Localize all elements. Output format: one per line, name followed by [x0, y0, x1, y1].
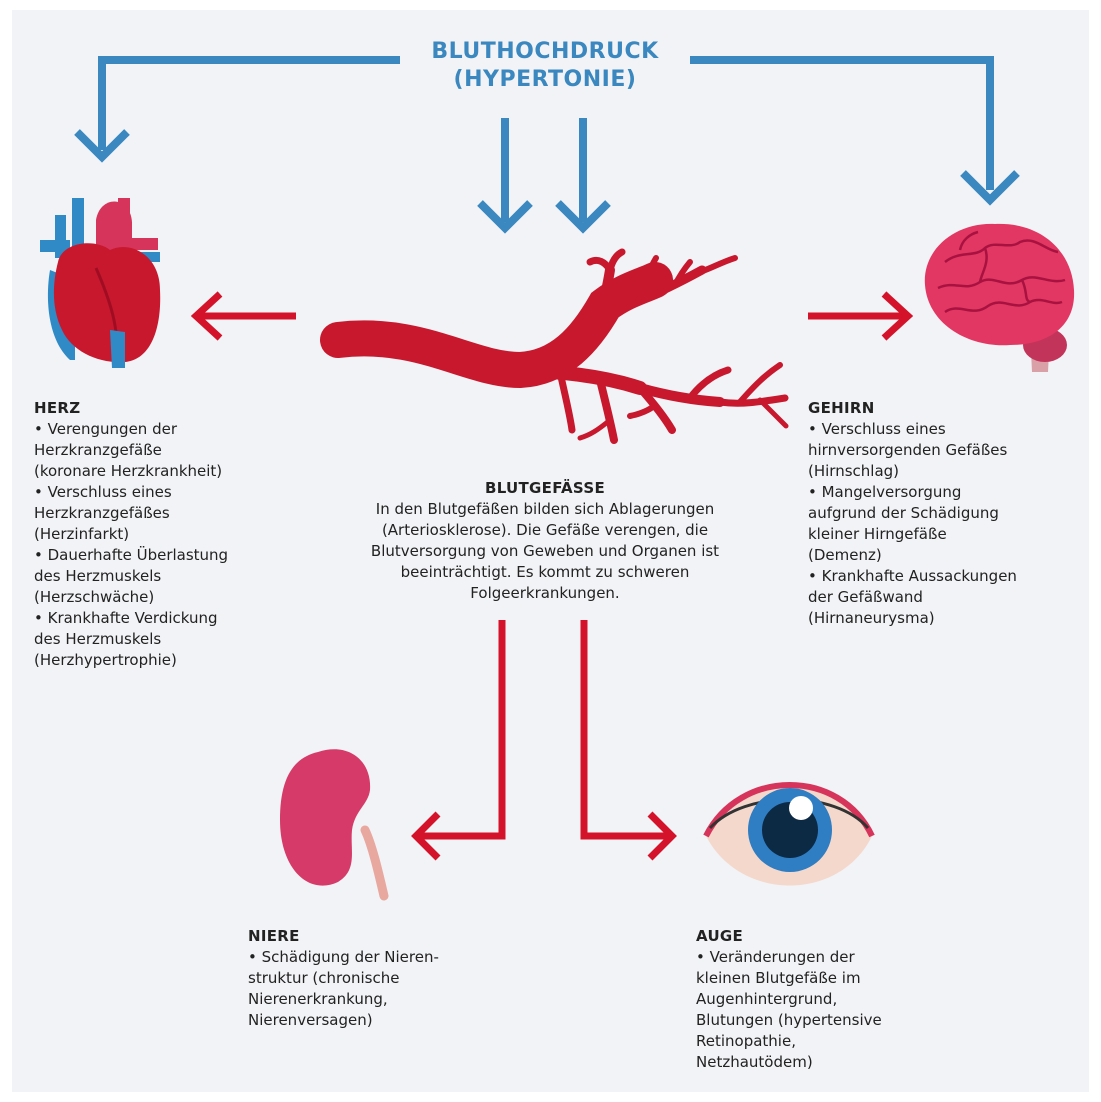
- brain-line: aufgrund der Schädigung: [808, 503, 1078, 524]
- vessel-text-block: BLUTGEFÄSSE In den Blutgefäßen bilden si…: [320, 478, 770, 604]
- heart-line: (koronare Herzkrankheit): [34, 461, 294, 482]
- heart-line: des Herzmuskels: [34, 566, 294, 587]
- brain-text-block: GEHIRN • Verschluss eines hirnversorgend…: [808, 398, 1078, 629]
- blood-vessel-icon: [338, 252, 786, 440]
- heart-line: (Herzhypertrophie): [34, 650, 294, 671]
- kidney-icon: [280, 749, 384, 896]
- brain-line: der Gefäßwand: [808, 587, 1078, 608]
- brain-line: • Mangelversorgung: [808, 482, 1078, 503]
- main-title: BLUTHOCHDRUCK (HYPERTONIE): [400, 38, 690, 94]
- blue-arrow-to-brain: [690, 60, 990, 190]
- heart-icon: [40, 198, 160, 368]
- eye-line: Retinopathie,: [696, 1031, 966, 1052]
- heart-line: Herzkranzgefäßes: [34, 503, 294, 524]
- vessel-line: beeinträchtigt. Es kommt zu schweren: [320, 562, 770, 583]
- eye-line: Augenhintergrund,: [696, 989, 966, 1010]
- brain-line: kleiner Hirngefäße: [808, 524, 1078, 545]
- heart-line: (Herzinfarkt): [34, 524, 294, 545]
- kidney-text-block: NIERE • Schädigung der Nieren- struktur …: [248, 926, 508, 1031]
- heart-text-block: HERZ • Verengungen der Herzkranzgefäße (…: [34, 398, 294, 671]
- heart-line: • Verengungen der: [34, 419, 294, 440]
- brain-line: hirnversorgenden Gefäßes: [808, 440, 1078, 461]
- brain-icon: [925, 224, 1074, 372]
- heart-line: Herzkranzgefäße: [34, 440, 294, 461]
- vessel-heading: BLUTGEFÄSSE: [320, 478, 770, 499]
- red-arrow-to-eye: [584, 620, 672, 836]
- vessel-line: Blutversorgung von Geweben und Organen i…: [320, 541, 770, 562]
- eye-line: kleinen Blutgefäße im: [696, 968, 966, 989]
- vessel-line: In den Blutgefäßen bilden sich Ablagerun…: [320, 499, 770, 520]
- heart-line: • Krankhafte Verdickung: [34, 608, 294, 629]
- heart-line: (Herzschwäche): [34, 587, 294, 608]
- eye-text-block: AUGE • Veränderungen der kleinen Blutgef…: [696, 926, 966, 1073]
- brain-line: • Krankhafte Aussackungen: [808, 566, 1078, 587]
- brain-line: (Demenz): [808, 545, 1078, 566]
- brain-line: (Hirnschlag): [808, 461, 1078, 482]
- eye-icon: [706, 785, 872, 886]
- blue-arrow-to-heart: [102, 60, 400, 150]
- heart-line: des Herzmuskels: [34, 629, 294, 650]
- eye-line: Netzhautödem): [696, 1052, 966, 1073]
- eye-line: • Veränderungen der: [696, 947, 966, 968]
- vessel-line: Folgeerkrankungen.: [320, 583, 770, 604]
- title-line-1: BLUTHOCHDRUCK: [400, 38, 690, 66]
- brain-line: (Hirnaneurysma): [808, 608, 1078, 629]
- red-arrow-to-kidney: [416, 620, 502, 836]
- vessel-line: (Arteriosklerose). Die Gefäße verengen, …: [320, 520, 770, 541]
- title-line-2: (HYPERTONIE): [400, 66, 690, 94]
- eye-line: Blutungen (hypertensive: [696, 1010, 966, 1031]
- heart-line: • Dauerhafte Überlastung: [34, 545, 294, 566]
- kidney-heading: NIERE: [248, 926, 508, 947]
- heart-heading: HERZ: [34, 398, 294, 419]
- kidney-line: Nierenversagen): [248, 1010, 508, 1031]
- kidney-line: struktur (chronische: [248, 968, 508, 989]
- brain-heading: GEHIRN: [808, 398, 1078, 419]
- kidney-line: • Schädigung der Nieren-: [248, 947, 508, 968]
- heart-line: • Verschluss eines: [34, 482, 294, 503]
- eye-heading: AUGE: [696, 926, 966, 947]
- kidney-line: Nierenerkrankung,: [248, 989, 508, 1010]
- brain-line: • Verschluss eines: [808, 419, 1078, 440]
